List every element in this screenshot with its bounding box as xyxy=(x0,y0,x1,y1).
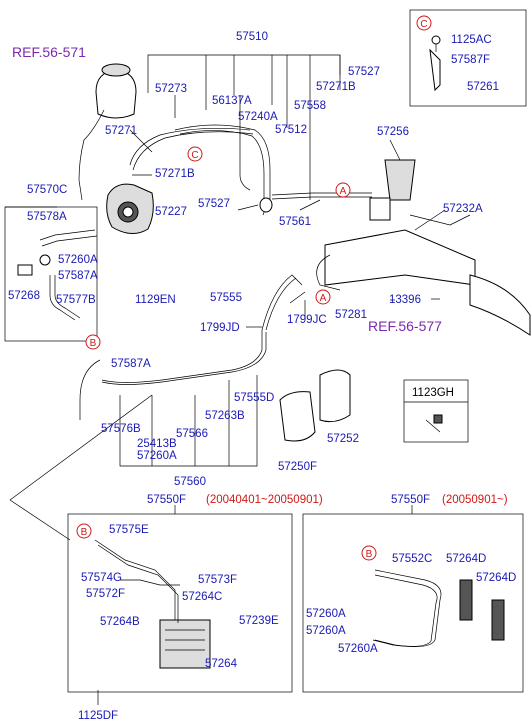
label-57550f-a[interactable]: 57550F xyxy=(147,494,186,506)
ref-56-577-link[interactable]: REF.56-577 xyxy=(368,318,442,334)
callout-c-detail: C xyxy=(416,15,432,31)
label-57587f[interactable]: 57587F xyxy=(451,54,490,66)
label-57575e[interactable]: 57575E xyxy=(109,524,149,536)
label-1799jd[interactable]: 1799JD xyxy=(200,322,240,334)
callouts: A A C C B B B xyxy=(76,15,432,561)
parts xyxy=(17,35,531,705)
label-57271[interactable]: 57271 xyxy=(105,125,137,137)
svg-text:C: C xyxy=(420,19,427,30)
label-57570c[interactable]: 57570C xyxy=(27,184,67,196)
cooler-tube-part xyxy=(372,569,505,647)
label-1125df[interactable]: 1125DF xyxy=(78,710,118,722)
label-57560[interactable]: 57560 xyxy=(174,476,206,488)
label-57264c[interactable]: 57264C xyxy=(182,591,222,603)
label-57273[interactable]: 57273 xyxy=(155,83,187,95)
label-57550f-a-date: (20040401~20050901) xyxy=(206,494,323,506)
callout-b-box1: B xyxy=(76,523,92,539)
callout-a-lower: A xyxy=(315,289,331,305)
label-25413b[interactable]: 25413B xyxy=(137,438,177,450)
steering-gear-part xyxy=(316,159,531,336)
label-57260a-r3[interactable]: 57260A xyxy=(338,643,378,655)
callout-b-left: B xyxy=(85,334,101,350)
label-57260a-lower[interactable]: 57260A xyxy=(137,450,177,462)
label-57550f-b[interactable]: 57550F xyxy=(391,494,430,506)
svg-text:C: C xyxy=(191,150,198,161)
label-57576b[interactable]: 57576B xyxy=(101,423,141,435)
label-56137a[interactable]: 56137A xyxy=(212,95,252,107)
label-57510[interactable]: 57510 xyxy=(236,31,268,43)
label-57555d[interactable]: 57555D xyxy=(234,392,274,404)
label-57587a-lower[interactable]: 57587A xyxy=(111,358,151,370)
label-57550f-b-date: (20050901~) xyxy=(442,494,508,506)
heat-shield-part xyxy=(279,369,351,442)
label-57252[interactable]: 57252 xyxy=(327,433,359,445)
svg-text:B: B xyxy=(90,338,97,349)
callout-a-upper: A xyxy=(335,182,351,198)
label-57574g[interactable]: 57574G xyxy=(81,572,122,584)
svg-text:B: B xyxy=(366,549,373,560)
label-57555[interactable]: 57555 xyxy=(210,292,242,304)
label-57227[interactable]: 57227 xyxy=(155,206,187,218)
svg-text:A: A xyxy=(340,186,347,197)
callout-b-box2: B xyxy=(361,545,377,561)
callout-c-main: C xyxy=(187,146,203,162)
svg-text:A: A xyxy=(320,293,327,304)
label-57572f[interactable]: 57572F xyxy=(86,588,125,600)
label-57256[interactable]: 57256 xyxy=(377,126,409,138)
label-57260a-r1[interactable]: 57260A xyxy=(306,608,346,620)
label-57271b-top[interactable]: 57271B xyxy=(316,81,356,93)
label-1799jc[interactable]: 1799JC xyxy=(287,314,327,326)
label-57239e[interactable]: 57239E xyxy=(239,615,279,627)
part-labels: 57510 57273 56137A 57527 57271B 57240A 5… xyxy=(8,31,516,722)
label-57512[interactable]: 57512 xyxy=(275,124,307,136)
label-57577b[interactable]: 57577B xyxy=(56,294,96,306)
label-57260a-r2[interactable]: 57260A xyxy=(306,625,346,637)
pressure-hose-part xyxy=(174,95,372,213)
clamp-part xyxy=(429,35,441,92)
label-57561[interactable]: 57561 xyxy=(279,216,311,228)
label-57281[interactable]: 57281 xyxy=(335,309,367,321)
label-57558[interactable]: 57558 xyxy=(294,100,326,112)
suction-hose-part xyxy=(17,229,98,321)
label-57578a[interactable]: 57578A xyxy=(27,211,67,223)
reservoir-part xyxy=(78,63,137,201)
label-57552c[interactable]: 57552C xyxy=(392,553,432,565)
label-57271b[interactable]: 57271B xyxy=(155,168,195,180)
label-57566[interactable]: 57566 xyxy=(176,428,208,440)
label-57264d-b[interactable]: 57264D xyxy=(476,572,516,584)
oil-cooler-part xyxy=(94,539,211,705)
label-1123gh[interactable]: 1123GH xyxy=(412,387,454,399)
svg-text:B: B xyxy=(81,527,88,538)
label-57527[interactable]: 57527 xyxy=(198,198,230,210)
label-57263b[interactable]: 57263B xyxy=(205,410,245,422)
return-hose-part xyxy=(79,274,303,420)
label-57264[interactable]: 57264 xyxy=(205,658,238,670)
pump-part xyxy=(106,128,254,234)
label-1125ac[interactable]: 1125AC xyxy=(451,34,492,46)
label-57240a[interactable]: 57240A xyxy=(238,111,278,123)
label-57250f[interactable]: 57250F xyxy=(278,461,317,473)
label-57587a[interactable]: 57587A xyxy=(58,270,98,282)
bolt-part xyxy=(425,414,443,433)
ref-56-571-link[interactable]: REF.56-571 xyxy=(12,44,86,60)
label-1129en[interactable]: 1129EN xyxy=(135,294,176,306)
label-57264b[interactable]: 57264B xyxy=(100,616,140,628)
label-57260a[interactable]: 57260A xyxy=(58,254,98,266)
label-13396[interactable]: 13396 xyxy=(389,294,421,306)
label-57261[interactable]: 57261 xyxy=(467,81,499,93)
label-57573f[interactable]: 57573F xyxy=(198,574,237,586)
label-57264d-a[interactable]: 57264D xyxy=(446,553,486,565)
label-57232a[interactable]: 57232A xyxy=(443,203,483,215)
label-57268[interactable]: 57268 xyxy=(8,290,40,302)
label-57527-top[interactable]: 57527 xyxy=(348,66,380,78)
